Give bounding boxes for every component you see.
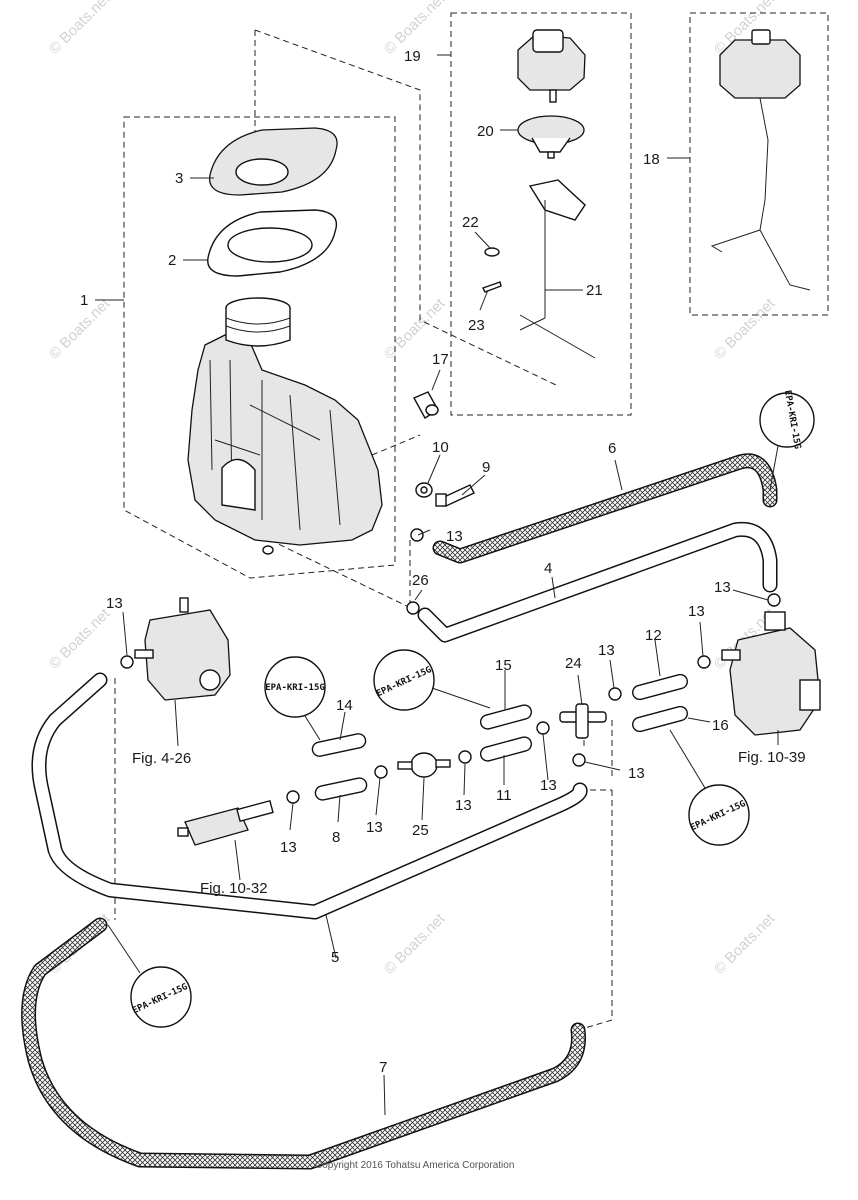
part-number-22: 22	[462, 214, 479, 231]
filler-cap-assembly	[482, 29, 596, 359]
part-number-20: 20	[477, 123, 494, 140]
fuel-filter-25	[397, 752, 451, 778]
part-number-11: 11	[496, 787, 512, 804]
part-number-13: 13	[106, 595, 123, 612]
part-number-labels: 3 2 1 19 20 22 21 23 18 17 10 9 6 13 4 2…	[80, 48, 731, 1076]
filter-pad-3	[208, 127, 338, 196]
part-number-13: 13	[598, 642, 615, 659]
part-number-26: 26	[412, 572, 429, 589]
part-number-7: 7	[379, 1059, 387, 1076]
part-number-8: 8	[332, 829, 340, 846]
hose-15	[479, 704, 533, 730]
tee-joint-24	[559, 703, 607, 739]
watermark: © Boats.net	[711, 910, 779, 978]
figure-ref-4-26: Fig. 4-26	[132, 750, 191, 767]
hose-7	[21, 917, 587, 1170]
tank-group-box	[123, 116, 396, 579]
connector-fig-10-32	[177, 799, 274, 846]
part-number-12: 12	[645, 627, 662, 644]
part-number-18: 18	[643, 151, 660, 168]
washer-10	[415, 482, 433, 498]
fuel-pump-fig-10-39	[721, 611, 821, 736]
epa-marking-bubble: EPA-KRI-15G	[759, 389, 815, 491]
part-number-21: 21	[586, 282, 603, 299]
part-number-17: 17	[432, 351, 449, 368]
part-number-13: 13	[540, 777, 557, 794]
fuel-tank	[187, 297, 383, 555]
epa-marking-bubble: EPA-KRI-15G	[264, 656, 326, 741]
epa-marking-bubble: EPA-KRI-15G	[373, 649, 491, 711]
watermark: © Boats.net	[46, 605, 114, 673]
figure-ref-10-39: Fig. 10-39	[738, 749, 806, 766]
part-number-1: 1	[80, 292, 88, 309]
copyright-notice: Copyright 2016 Tohatsu America Corporati…	[315, 1160, 514, 1171]
hose-16	[632, 705, 688, 733]
hose-5	[31, 672, 588, 920]
hose-clamps	[120, 528, 781, 804]
cap-assembly-group-box	[450, 12, 632, 416]
hose-12	[632, 673, 688, 701]
figure-references: Fig. 4-26 Fig. 10-39 Fig. 10-32	[132, 749, 806, 897]
part-number-13: 13	[688, 603, 705, 620]
watermark: © Boats.net	[381, 910, 449, 978]
portable-tank-cap	[710, 29, 811, 291]
part-number-24: 24	[565, 655, 582, 672]
part-number-13: 13	[280, 839, 297, 856]
part-number-13: 13	[446, 528, 463, 545]
hose-14	[311, 733, 367, 757]
epa-marking-bubble: EPA-KRI-15G	[669, 729, 750, 846]
watermark: © Boats.net	[711, 295, 779, 363]
part-number-13: 13	[366, 819, 383, 836]
leader-lines	[95, 54, 779, 1116]
part-number-23: 23	[468, 317, 485, 334]
part-number-4: 4	[544, 560, 552, 577]
part-number-25: 25	[412, 822, 429, 839]
part-number-2: 2	[168, 252, 176, 269]
watermark: © Boats.net	[46, 0, 114, 58]
part-number-13: 13	[714, 579, 731, 596]
figure-ref-10-32: Fig. 10-32	[200, 880, 268, 897]
bolt-9	[435, 484, 475, 507]
part-number-3: 3	[175, 170, 183, 187]
epa-marking-bubble: EPA-KRI-15G	[107, 924, 192, 1028]
gasket-2	[207, 209, 338, 277]
part-number-9: 9	[482, 459, 490, 476]
part-number-10: 10	[432, 439, 449, 456]
epa-marking-text: EPA-KRI-15G	[265, 683, 325, 693]
hose-6	[432, 453, 778, 564]
hose-8	[314, 777, 368, 801]
part-number-16: 16	[712, 717, 729, 734]
fuel-pump-fig-4-26	[134, 597, 231, 701]
part-number-14: 14	[336, 697, 353, 714]
hose-11	[479, 736, 533, 762]
part-number-19: 19	[404, 48, 421, 65]
part-number-13: 13	[455, 797, 472, 814]
part-number-15: 15	[495, 657, 512, 674]
part-number-5: 5	[331, 949, 339, 966]
assembly-guide-line	[114, 29, 613, 1031]
grommet-17	[413, 391, 439, 419]
hose-4	[417, 521, 778, 643]
part-number-6: 6	[608, 440, 616, 457]
part-number-13: 13	[628, 765, 645, 782]
